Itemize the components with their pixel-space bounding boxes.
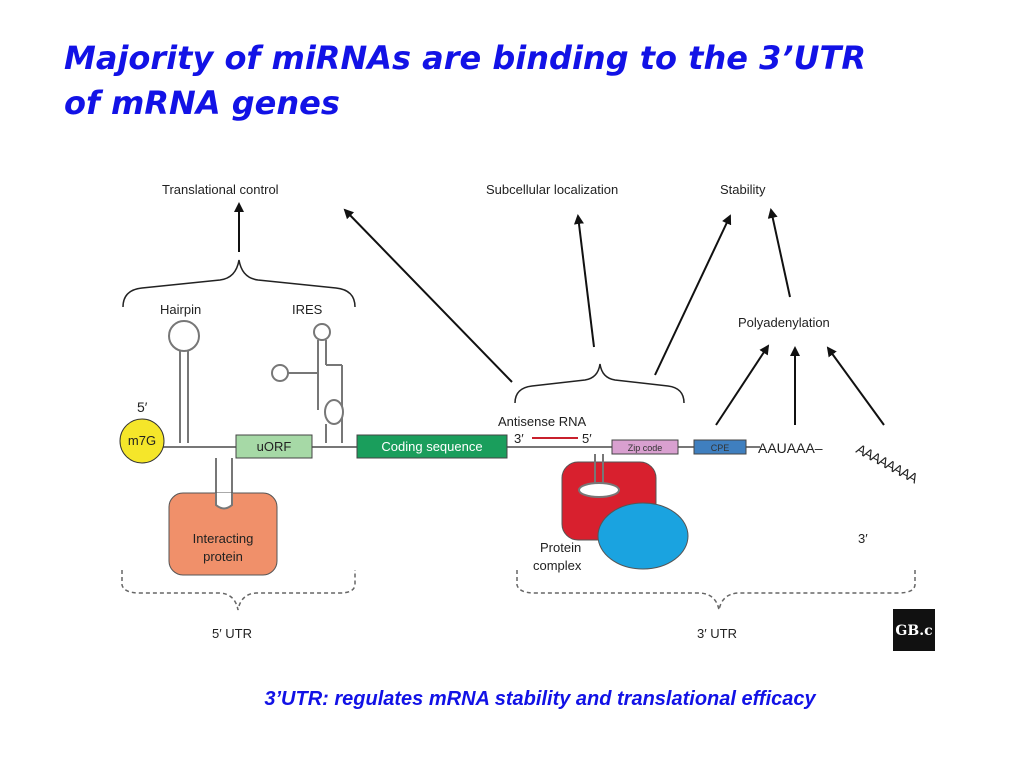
coding-sequence-label: Coding sequence	[381, 439, 482, 454]
label-subcellular-localization: Subcellular localization	[486, 182, 618, 197]
slide-caption: 3’UTR: regulates mRNA stability and tran…	[264, 688, 816, 710]
antisense-5prime: 5′	[582, 431, 592, 446]
m7g-cap	[119, 418, 165, 464]
label-3utr: 3′ UTR	[697, 626, 737, 641]
slide-title: Majority of miRNAs are binding to the 3’…	[64, 36, 1004, 126]
arrow-to-stability-1	[654, 214, 732, 376]
label-antisense-rna: Antisense RNA	[498, 414, 586, 429]
antisense-3prime: 3′	[514, 431, 524, 446]
aauaaa-signal: AAUAAA–	[758, 440, 823, 456]
interacting-protein-line2: protein	[203, 549, 243, 564]
arrow-antisense-to-translational-control	[343, 208, 513, 383]
interacting-protein-notch	[215, 493, 233, 510]
brace-5utr	[121, 570, 356, 611]
uorf-label: uORF	[257, 439, 292, 454]
label-stability: Stability	[720, 182, 766, 197]
coding-sequence-box	[356, 434, 508, 459]
cpe-box	[693, 439, 747, 455]
m7g-label: m7G	[128, 433, 156, 448]
label-5utr: 5′ UTR	[212, 626, 252, 641]
tail-3prime: 3′	[858, 531, 868, 546]
label-hairpin: Hairpin	[160, 302, 201, 317]
arrows	[234, 202, 885, 426]
diagram-canvas: Translational control Subcellular locali…	[119, 182, 935, 651]
arrow-polyadenylation-to-stability	[767, 208, 791, 298]
hairpin-structure	[168, 320, 200, 443]
protein-complex-line2: complex	[533, 558, 582, 573]
journal-logo-text: GB.c	[895, 623, 932, 639]
zip-code-label: Zip code	[628, 443, 663, 453]
title-line-2: of mRNA genes	[64, 84, 340, 122]
cpe-label: CPE	[711, 443, 730, 453]
protein-complex-line1: Protein	[540, 540, 581, 555]
protein-complex-blue	[597, 502, 689, 570]
title-line-1: Majority of miRNAs are binding to the 3’…	[64, 39, 866, 77]
zip-code-loop	[578, 482, 620, 498]
arrow-cpe-to-polyadenylation	[715, 344, 770, 426]
label-ires: IRES	[292, 302, 323, 317]
interacting-protein-line1: Interacting	[193, 531, 254, 546]
brace-3utr	[516, 570, 916, 611]
poly-a-tail: AAAAAAAA	[854, 441, 922, 487]
brace-antisense	[514, 363, 685, 404]
utr-regulation-diagram: Translational control Subcellular locali…	[0, 160, 1024, 670]
arrow-to-subcellular-localization	[574, 214, 595, 348]
zip-code-box	[611, 439, 679, 455]
brace-translational-control	[122, 259, 356, 308]
zip-code-stem	[594, 454, 604, 486]
journal-logo	[893, 609, 935, 651]
ires-structure	[271, 323, 344, 443]
label-translational-control: Translational control	[162, 182, 279, 197]
label-polyadenylation: Polyadenylation	[738, 315, 830, 330]
arrow-tail-to-polyadenylation	[826, 346, 885, 426]
cap-5prime: 5′	[137, 399, 148, 415]
uorf-box	[235, 434, 313, 459]
